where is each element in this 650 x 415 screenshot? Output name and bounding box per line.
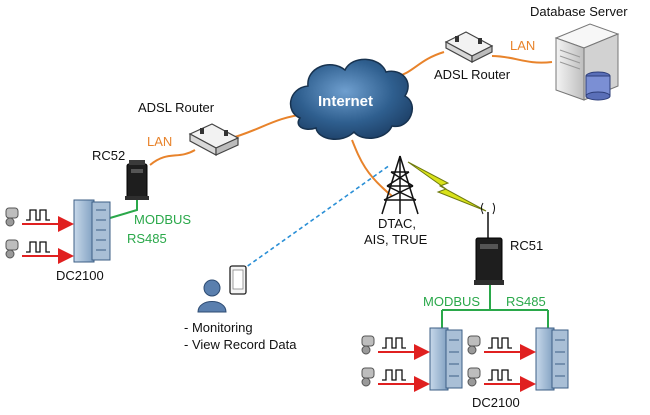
dc2100-left-label: DC2100: [56, 268, 104, 283]
cell-tower-icon: [381, 155, 419, 215]
lightning-bolt-icon: [407, 161, 487, 212]
view-record-label: - View Record Data: [184, 337, 297, 352]
rc51-label: RC51: [510, 238, 543, 253]
sensor-icon: [467, 335, 481, 355]
rc52-label: RC52: [92, 148, 125, 163]
monitoring-label: - Monitoring: [184, 320, 253, 335]
adsl-router-left-icon: [188, 123, 240, 157]
tower-carriers-line2: AIS, TRUE: [364, 232, 428, 247]
adsl-router-right-label: ADSL Router: [434, 67, 511, 82]
database-server-label: Database Server: [530, 4, 628, 19]
tablet-icon: [229, 265, 247, 295]
modbus-left-label: MODBUS: [134, 212, 191, 227]
dc2100-right-label: DC2100: [472, 395, 520, 410]
wireless-link-tablet: [241, 164, 391, 271]
dc2100-right-device-icon: [429, 327, 463, 391]
lan-right-label: LAN: [510, 38, 535, 53]
sensor-icon: [467, 367, 481, 387]
wire-rc51-modbus-right: [441, 285, 549, 328]
pulse-icon: [26, 209, 50, 221]
wire-rc52-to-dc2100-left: [109, 200, 138, 219]
adsl-router-left-label: ADSL Router: [138, 100, 215, 115]
sensor-icon: [361, 335, 375, 355]
pulse-icon: [382, 369, 406, 381]
user-icon: [197, 279, 227, 313]
sensor-icon: [5, 239, 19, 259]
sensor-icon: [5, 207, 19, 227]
tower-carriers-line1: DTAC,: [378, 216, 416, 231]
modbus-right-label: MODBUS: [423, 294, 480, 309]
internet-label: Internet: [318, 93, 373, 110]
sensor-group-left: [5, 207, 74, 264]
adsl-router-right-icon: [444, 31, 494, 64]
wire-router-left-to-rc52: [149, 149, 196, 166]
rc52-device-icon: [125, 160, 149, 200]
rs485-left-label: RS485: [127, 231, 167, 246]
rc51-device-icon: [474, 202, 504, 285]
wire-router-left-to-internet: [224, 113, 307, 141]
dc2100-left-device-icon: [73, 199, 111, 263]
pulse-icon: [488, 337, 512, 349]
pulse-icon: [26, 241, 50, 253]
sensor-group-right-a: [361, 335, 430, 392]
wire-internet-to-tower: [351, 139, 393, 197]
database-server-icon: [554, 23, 620, 101]
rs485-right-label: RS485: [506, 294, 546, 309]
pulse-icon: [488, 369, 512, 381]
sensor-group-right-b: [467, 335, 536, 392]
lan-left-label: LAN: [147, 134, 172, 149]
sensor-icon: [361, 367, 375, 387]
internet-cloud-icon: [289, 58, 413, 140]
dc2100-right-device-icon: [535, 327, 569, 391]
pulse-icon: [382, 337, 406, 349]
wire-router-right-to-server: [491, 55, 553, 64]
